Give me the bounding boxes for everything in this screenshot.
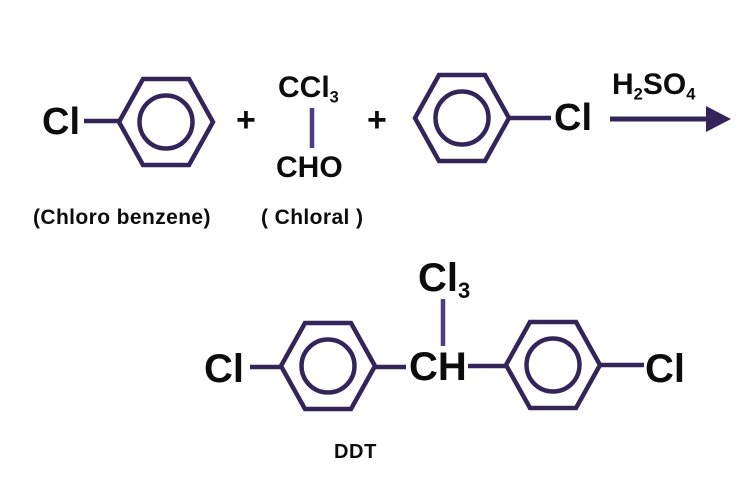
chloral-ccl: CCl bbox=[278, 71, 330, 104]
benzene-ring-chlorobenzene bbox=[119, 79, 213, 165]
plus-sign-left: + bbox=[236, 101, 256, 139]
benzene-ring-ddt-right bbox=[506, 322, 600, 408]
product-cl-left-label: Cl bbox=[204, 347, 244, 391]
product-cl3-subscript: 3 bbox=[458, 278, 471, 304]
chloral-ccl-subscript: 3 bbox=[329, 88, 339, 107]
benzene-ring-ddt-left bbox=[281, 323, 375, 409]
plus-sign-right: + bbox=[367, 101, 387, 139]
catalyst-h-subscript: 2 bbox=[633, 85, 643, 104]
product-ccl3-formula: Cl3 bbox=[418, 256, 470, 302]
chlorobenzene-cl-label: Cl bbox=[42, 101, 80, 143]
catalyst-so: SO bbox=[642, 68, 687, 101]
chloral-ccl3-formula: CCl3 bbox=[278, 71, 339, 107]
chlorobenzene-name-label: (Chloro benzene) bbox=[33, 206, 211, 229]
reaction-arrow-head bbox=[706, 106, 731, 132]
chlorobenzene2-cl-label: Cl bbox=[554, 97, 592, 139]
catalyst-h: H bbox=[612, 68, 634, 101]
chloral-cho-formula: CHO bbox=[276, 151, 343, 184]
benzene-ring-chlorobenzene2 bbox=[415, 75, 509, 161]
product-ch-label: CH bbox=[409, 345, 467, 389]
chloral-name-label: ( Chloral ) bbox=[261, 206, 364, 229]
catalyst-so-subscript: 4 bbox=[686, 85, 696, 104]
product-cl-right-label: Cl bbox=[645, 347, 685, 391]
product-name-label: DDT bbox=[334, 441, 377, 463]
catalyst-formula: H2SO4 bbox=[612, 68, 696, 104]
product-cl3: Cl bbox=[418, 256, 458, 300]
